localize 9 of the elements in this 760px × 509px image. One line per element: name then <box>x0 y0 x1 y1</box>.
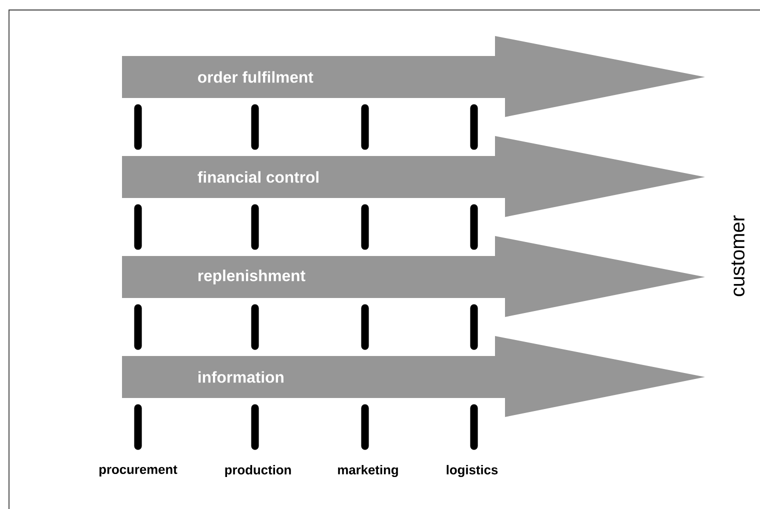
column-label: production <box>225 465 291 477</box>
process-banner: replenishment <box>122 236 705 317</box>
column-label: marketing <box>338 464 398 478</box>
column-label: procurement <box>99 465 178 477</box>
side-label: customer <box>731 215 745 296</box>
process-banner: information <box>122 336 705 417</box>
process-banner: order fulfilment <box>122 36 705 117</box>
process-banner: financial control <box>122 136 705 217</box>
column-label: logistics <box>446 464 498 478</box>
